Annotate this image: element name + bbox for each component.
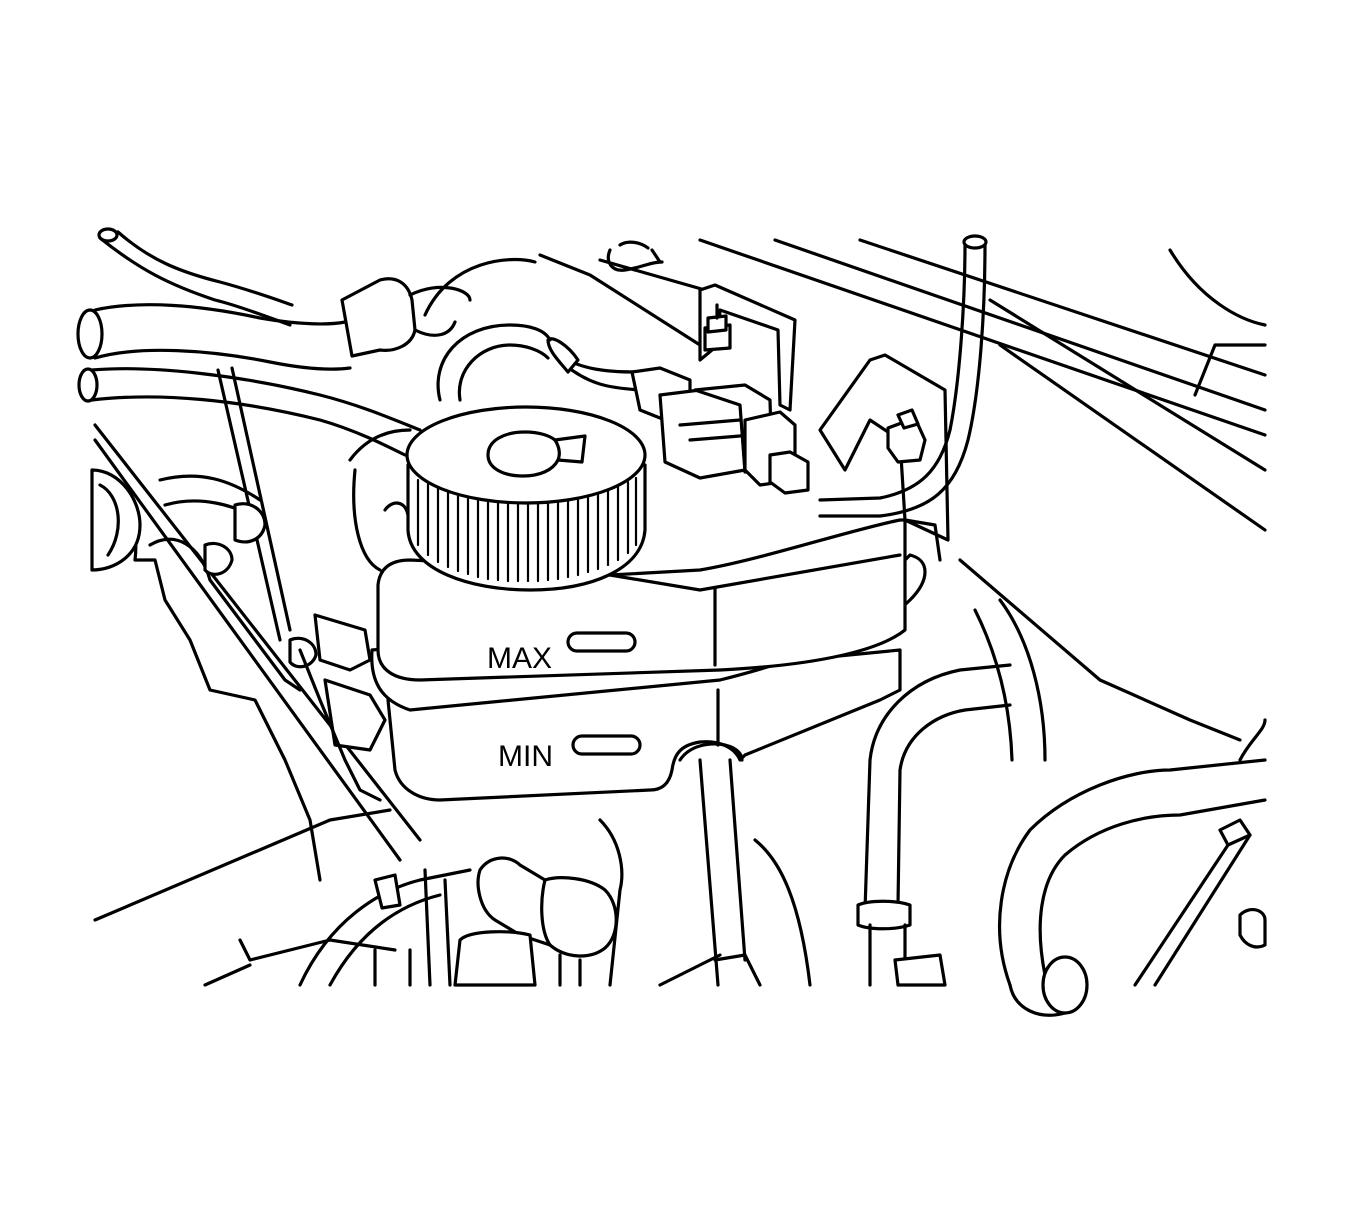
hose-lower-left	[77, 367, 422, 457]
stud-bolt-top	[606, 240, 664, 272]
fluid-level-sensor-connector	[546, 337, 810, 495]
cable-vertical	[216, 366, 292, 642]
max-level-slot	[566, 631, 637, 653]
mounting-bracket-left	[698, 283, 797, 412]
left-fender-panel	[90, 423, 422, 882]
mounting-bracket-right	[818, 353, 950, 542]
lower-center-structure	[598, 758, 812, 987]
reservoir-rear-hose	[423, 257, 552, 402]
hose-top-left	[97, 227, 294, 327]
right-lower-structure	[1133, 818, 1267, 987]
brake-fluid-reservoir	[348, 428, 942, 802]
max-label: MAX	[487, 642, 552, 675]
cowl-panel	[538, 238, 1267, 532]
right-hose-large	[958, 558, 1267, 1017]
right-hose-u	[856, 663, 1012, 987]
reservoir-cap	[405, 405, 647, 592]
hose-upper-large	[76, 277, 472, 371]
vent-hose	[818, 234, 988, 518]
min-label: MIN	[498, 740, 553, 773]
min-level-slot	[571, 734, 642, 756]
lower-left-structure	[93, 808, 618, 987]
cap-knurling	[416, 476, 638, 583]
